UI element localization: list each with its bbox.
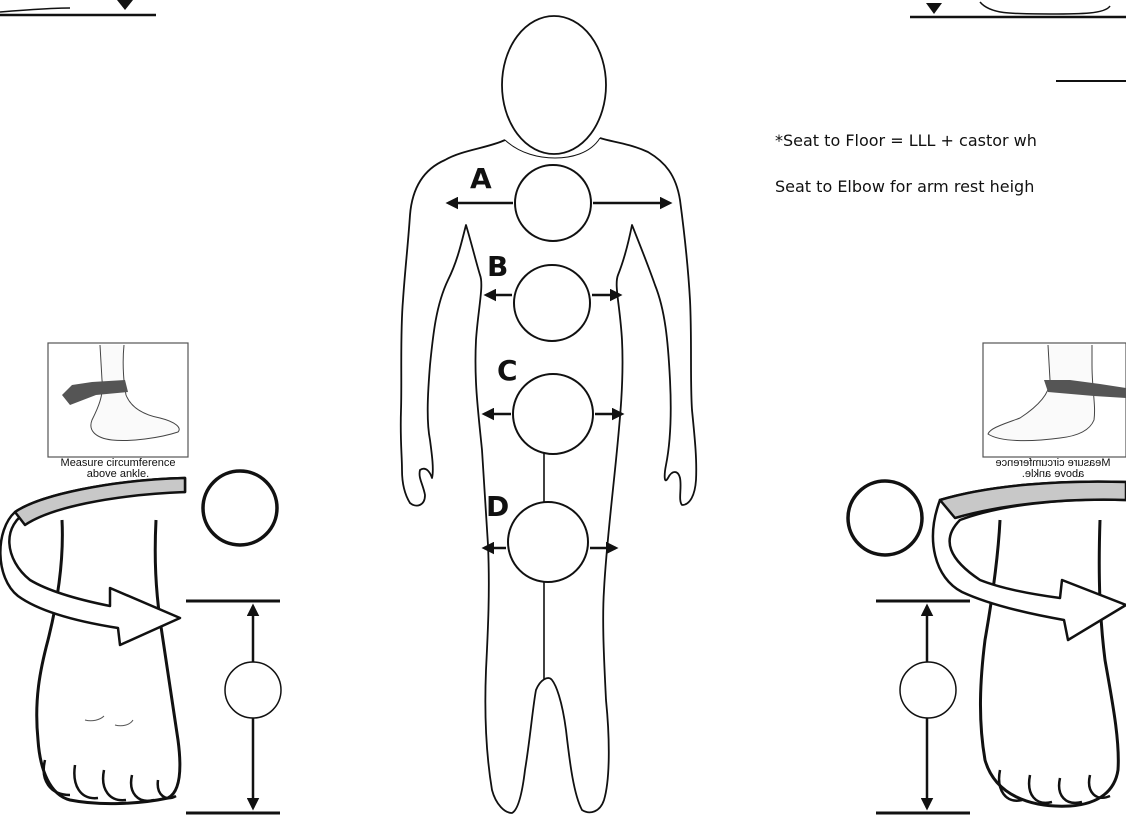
- ankle-photo-caption-mirrored: Measure circumference above ankle.: [983, 458, 1123, 480]
- label-d: D: [486, 490, 509, 523]
- ankle-circle-input: [203, 471, 277, 545]
- ankle-circle-input-right: [848, 481, 922, 555]
- top-left-leg-fragment: [0, 0, 156, 15]
- right-foot: [848, 481, 1126, 813]
- measure-band-right: [940, 482, 1126, 518]
- measure-band: [15, 478, 185, 525]
- left-ankle-photo: [48, 343, 188, 457]
- top-right-leg-fragment: [910, 2, 1126, 81]
- ankle-caption-mirrored-line2: above ankle.: [983, 469, 1123, 480]
- left-foot: [0, 471, 281, 813]
- seat-to-floor-note: *Seat to Floor = LLL + castor wh: [775, 131, 1037, 150]
- label-b: B: [487, 250, 508, 283]
- label-a: A: [470, 162, 492, 195]
- label-c: C: [497, 354, 518, 387]
- head: [502, 16, 606, 154]
- foot-length-circle: [225, 662, 281, 718]
- foot-length-circle-right: [900, 662, 956, 718]
- ankle-photo-caption: Measure circumference above ankle.: [48, 458, 188, 480]
- ankle-caption-line2: above ankle.: [48, 469, 188, 480]
- right-ankle-photo: [983, 343, 1126, 457]
- seat-to-elbow-note: Seat to Elbow for arm rest heigh: [775, 177, 1034, 196]
